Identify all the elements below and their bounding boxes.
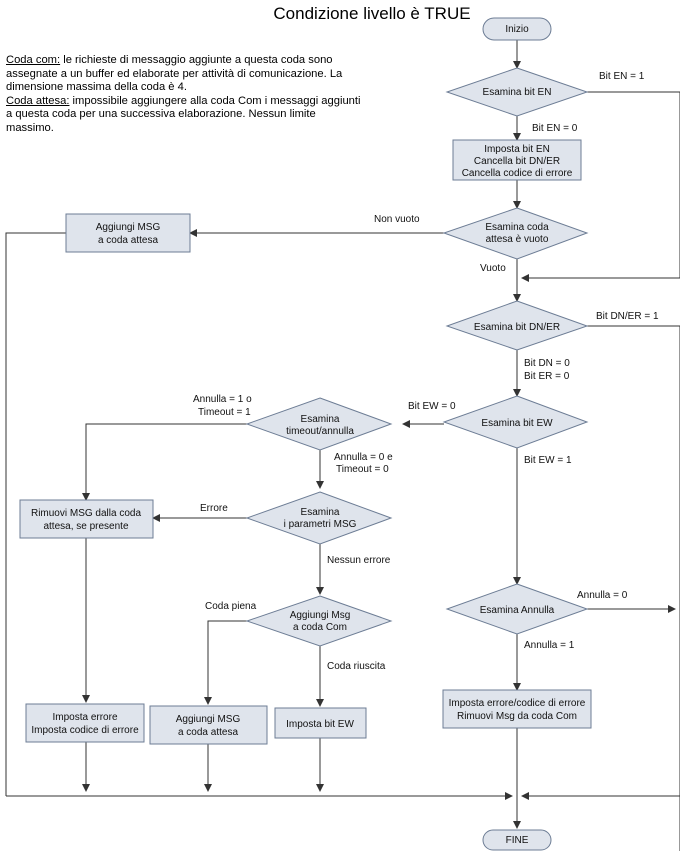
label-annulla-0-e: Annulla = 0 e (334, 452, 393, 463)
node-inizio-label: Inizio (505, 24, 529, 35)
node-fine-label: FINE (506, 835, 529, 846)
notes-block: Coda com: le richieste di messaggio aggi… (6, 54, 366, 136)
node-esamina-coda-l1: Esamina coda (485, 222, 549, 233)
note-coda-com-term: Coda com: (6, 54, 61, 66)
edge-left-return (5, 232, 66, 796)
note-coda-com: Coda com: le richieste di messaggio aggi… (6, 54, 366, 95)
node-esamina-ew: Esamina bit EW (442, 395, 589, 449)
node-esamina-dner-label: Esamina bit DN/ER (474, 322, 560, 333)
node-imposta-en: Imposta bit EN Cancella bit DN/ER Cancel… (452, 139, 582, 181)
node-esamina-param-l2: i parametri MSG (284, 519, 357, 530)
node-imposta-errore: Imposta errore Imposta codice di errore (25, 703, 145, 743)
node-imposta-en-l1: Imposta bit EN (484, 144, 550, 155)
node-aggiungi-attesa-bottom: Aggiungi MSG a coda attesa (149, 705, 268, 745)
label-timeout-0: Timeout = 0 (336, 464, 389, 475)
node-imposta-en-l2: Cancella bit DN/ER (474, 156, 560, 167)
edge-dner-right (587, 325, 680, 851)
node-aggiungi-attesa-top-l1: Aggiungi MSG (96, 222, 161, 233)
edge-timeout-rimuovi (82, 423, 247, 501)
edge-com-piena (204, 620, 247, 705)
node-esamina-param-l1: Esamina (301, 507, 340, 518)
label-bit-dn-0: Bit DN = 0 (524, 358, 570, 369)
node-imposta-err-rim-l1: Imposta errore/codice di errore (449, 698, 586, 709)
node-imposta-err-rim-l2: Rimuovi Msg da coda Com (457, 711, 577, 722)
label-coda-piena: Coda piena (205, 601, 257, 612)
edge-labels: Bit EN = 1 Bit EN = 0 Non vuoto Vuoto Bi… (193, 71, 659, 672)
node-esamina-timeout-l1: Esamina (301, 414, 340, 425)
node-rimuovi-msg: Rimuovi MSG dalla coda attesa, se presen… (19, 499, 154, 539)
connectors (5, 40, 680, 851)
note-coda-attesa-text: impossibile aggiungere alla coda Com i m… (6, 94, 361, 134)
node-esamina-timeout-l2: timeout/annulla (286, 426, 354, 437)
node-esamina-en: Esamina bit EN (445, 67, 589, 117)
node-esamina-annulla-label: Esamina Annulla (480, 605, 555, 616)
node-imposta-ew-label: Imposta bit EW (286, 719, 354, 730)
diagram-title: Condizione livello è TRUE (273, 4, 471, 23)
label-vuoto: Vuoto (480, 263, 506, 274)
node-imposta-errore-l2: Imposta codice di errore (31, 725, 139, 736)
node-esamina-coda: Esamina coda attesa è vuoto (442, 207, 589, 260)
node-esamina-coda-l2: attesa è vuoto (486, 234, 549, 245)
label-annulla-1-o: Annulla = 1 o (193, 394, 252, 405)
node-imposta-err-rim: Imposta errore/codice di errore Rimuovi … (442, 689, 592, 729)
node-esamina-ew-label: Esamina bit EW (481, 418, 553, 429)
label-coda-riuscita: Coda riuscita (327, 661, 386, 672)
node-esamina-en-label: Esamina bit EN (483, 87, 552, 98)
node-fine: FINE (482, 829, 552, 851)
label-bit-dner-1: Bit DN/ER = 1 (596, 311, 659, 322)
note-coda-attesa: Coda attesa: impossibile aggiungere alla… (6, 95, 366, 136)
label-nessun-errore: Nessun errore (327, 555, 391, 566)
label-non-vuoto: Non vuoto (374, 214, 420, 225)
note-coda-attesa-term: Coda attesa: (6, 94, 70, 107)
node-aggiungi-attesa-top: Aggiungi MSG a coda attesa (65, 213, 191, 253)
node-esamina-timeout: Esamina timeout/annulla (245, 397, 393, 451)
label-errore: Errore (200, 503, 228, 514)
label-annulla-0: Annulla = 0 (577, 590, 628, 601)
label-bit-ew-1: Bit EW = 1 (524, 455, 572, 466)
node-aggiungi-com-l2: a coda Com (293, 622, 347, 633)
node-inizio: Inizio (482, 17, 552, 41)
label-timeout-1: Timeout = 1 (198, 407, 251, 418)
node-esamina-dner: Esamina bit DN/ER (445, 300, 589, 351)
label-bit-ew-0: Bit EW = 0 (408, 401, 456, 412)
edge-en-bypass (521, 91, 680, 282)
node-aggiungi-attesa-bottom-l1: Aggiungi MSG (176, 714, 241, 725)
node-imposta-ew: Imposta bit EW (274, 707, 367, 739)
node-aggiungi-com: Aggiungi Msg a coda Com (245, 595, 393, 647)
node-imposta-en-l3: Cancella codice di errore (462, 168, 573, 179)
node-aggiungi-com-l1: Aggiungi Msg (290, 610, 351, 621)
node-aggiungi-attesa-top-l2: a coda attesa (98, 235, 158, 246)
label-bit-er-0: Bit ER = 0 (524, 371, 570, 382)
node-esamina-annulla: Esamina Annulla (445, 583, 589, 635)
node-aggiungi-attesa-bottom-l2: a coda attesa (178, 727, 238, 738)
node-esamina-param: Esamina i parametri MSG (245, 491, 393, 545)
node-rimuovi-msg-l2: attesa, se presente (43, 521, 128, 532)
note-coda-com-text: le richieste di messaggio aggiunte a que… (6, 54, 343, 94)
label-annulla-1: Annulla = 1 (524, 640, 575, 651)
label-bit-en-1: Bit EN = 1 (599, 71, 645, 82)
node-rimuovi-msg-l1: Rimuovi MSG dalla coda (31, 508, 141, 519)
label-bit-en-0: Bit EN = 0 (532, 123, 578, 134)
node-imposta-errore-l1: Imposta errore (52, 712, 117, 723)
